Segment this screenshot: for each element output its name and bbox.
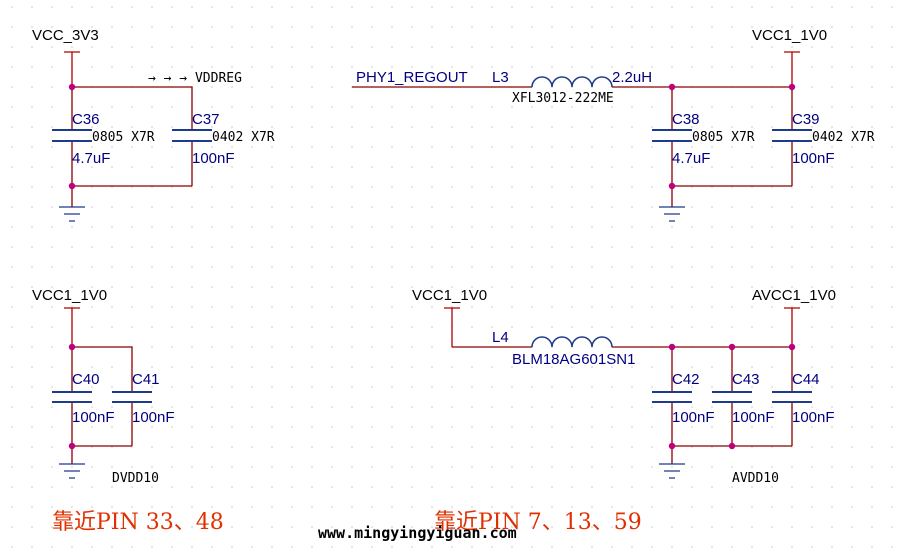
value-c41: 100nF xyxy=(132,409,175,426)
ref-l3: L3 xyxy=(492,69,509,86)
pkg-c39: 0402 X7R xyxy=(812,130,875,145)
power-label: VCC_3V3 xyxy=(32,27,99,44)
ref-l4: L4 xyxy=(492,329,509,346)
block-dvdd10-decoupling: VCC1_1V0 C40 C41 100nF 100nF DVDD10 靠近PI… xyxy=(32,287,224,535)
watermark: www.mingyingyiguan.com xyxy=(318,524,517,542)
block-vcc3v3-decoupling: VCC_3V3 → → → VDDREG C36 0805 X7R 4.7uF … xyxy=(32,27,275,222)
wire xyxy=(71,346,133,464)
ref-c39: C39 xyxy=(792,111,820,128)
junction-dot xyxy=(668,182,676,190)
power-label: VCC1_1V0 xyxy=(32,287,107,304)
inductor-l4-symbol xyxy=(531,336,613,348)
wire xyxy=(71,87,193,207)
value-c44: 100nF xyxy=(792,409,835,426)
label-avdd10: AVDD10 xyxy=(732,471,779,486)
junction-dot xyxy=(68,343,76,351)
value-c42: 100nF xyxy=(672,409,715,426)
net-label-phy1-regout: PHY1_REGOUT xyxy=(356,69,468,86)
junction-dot xyxy=(728,442,736,450)
ref-c43: C43 xyxy=(732,371,760,388)
part-l4: BLM18AG601SN1 xyxy=(512,351,635,368)
value-c43: 100nF xyxy=(732,409,775,426)
wire xyxy=(671,87,793,207)
block-avdd10-filter: VCC1_1V0 L4 BLM18AG601SN1 AVCC1_1V0 C42 … xyxy=(412,287,836,535)
power-port-vcc1v0 xyxy=(64,307,80,347)
placement-note: 靠近PIN 7、13、59 xyxy=(434,510,642,535)
placement-note: 靠近PIN 33、48 xyxy=(52,510,224,535)
capacitor-c39-symbol xyxy=(772,129,812,142)
power-label: AVCC1_1V0 xyxy=(752,287,836,304)
junction-dot xyxy=(668,442,676,450)
power-label: VCC1_1V0 xyxy=(412,287,487,304)
capacitor-c41-symbol xyxy=(112,391,152,403)
pkg-c36: 0805 X7R xyxy=(92,130,155,145)
junction-dot xyxy=(68,442,76,450)
inductor-l3-symbol xyxy=(531,76,613,88)
value-c39: 100nF xyxy=(792,150,835,167)
ground-icon xyxy=(659,463,685,479)
ref-c41: C41 xyxy=(132,371,160,388)
power-port-vcc1v0 xyxy=(784,51,800,87)
value-c37: 100nF xyxy=(192,150,235,167)
value-l3: 2.2uH xyxy=(612,69,652,86)
capacitor-c42-symbol xyxy=(652,391,692,403)
ground-icon xyxy=(59,463,85,479)
net-label-vddreg: → → → VDDREG xyxy=(148,71,242,86)
capacitor-c40-symbol xyxy=(52,391,92,403)
capacitor-c43-symbol xyxy=(712,391,752,403)
ref-c42: C42 xyxy=(672,371,700,388)
pkg-c38: 0805 X7R xyxy=(692,130,755,145)
pkg-c37: 0402 X7R xyxy=(212,130,275,145)
ref-c44: C44 xyxy=(792,371,820,388)
power-label: VCC1_1V0 xyxy=(752,27,827,44)
junction-dot xyxy=(668,343,676,351)
ref-c36: C36 xyxy=(72,111,100,128)
power-port-vcc1v0 xyxy=(444,307,460,347)
capacitor-c37-symbol xyxy=(172,129,212,142)
power-port-vcc3v3 xyxy=(64,51,80,87)
ground-icon xyxy=(659,206,685,222)
ref-c40: C40 xyxy=(72,371,100,388)
wire xyxy=(72,86,193,130)
ref-c38: C38 xyxy=(672,111,700,128)
label-dvdd10: DVDD10 xyxy=(112,471,159,486)
power-port-avcc1v0 xyxy=(784,307,800,347)
junction-dot xyxy=(728,343,736,351)
part-l3: XFL3012-222ME xyxy=(512,91,614,106)
junction-dot xyxy=(68,182,76,190)
capacitor-c44-symbol xyxy=(772,391,812,403)
value-c38: 4.7uF xyxy=(672,150,710,167)
junction-dot xyxy=(788,343,796,351)
capacitor-c36-symbol xyxy=(52,129,92,142)
block-vcc1v0-regout: PHY1_REGOUT L3 2.2uH XFL3012-222ME VCC1_… xyxy=(352,27,875,222)
ground-icon xyxy=(59,206,85,222)
ref-c37: C37 xyxy=(192,111,220,128)
capacitor-c38-symbol xyxy=(652,129,692,142)
junction-dot xyxy=(68,83,76,91)
value-c36: 4.7uF xyxy=(72,150,110,167)
junction-dot xyxy=(788,83,796,91)
junction-dot xyxy=(668,83,676,91)
value-c40: 100nF xyxy=(72,409,115,426)
